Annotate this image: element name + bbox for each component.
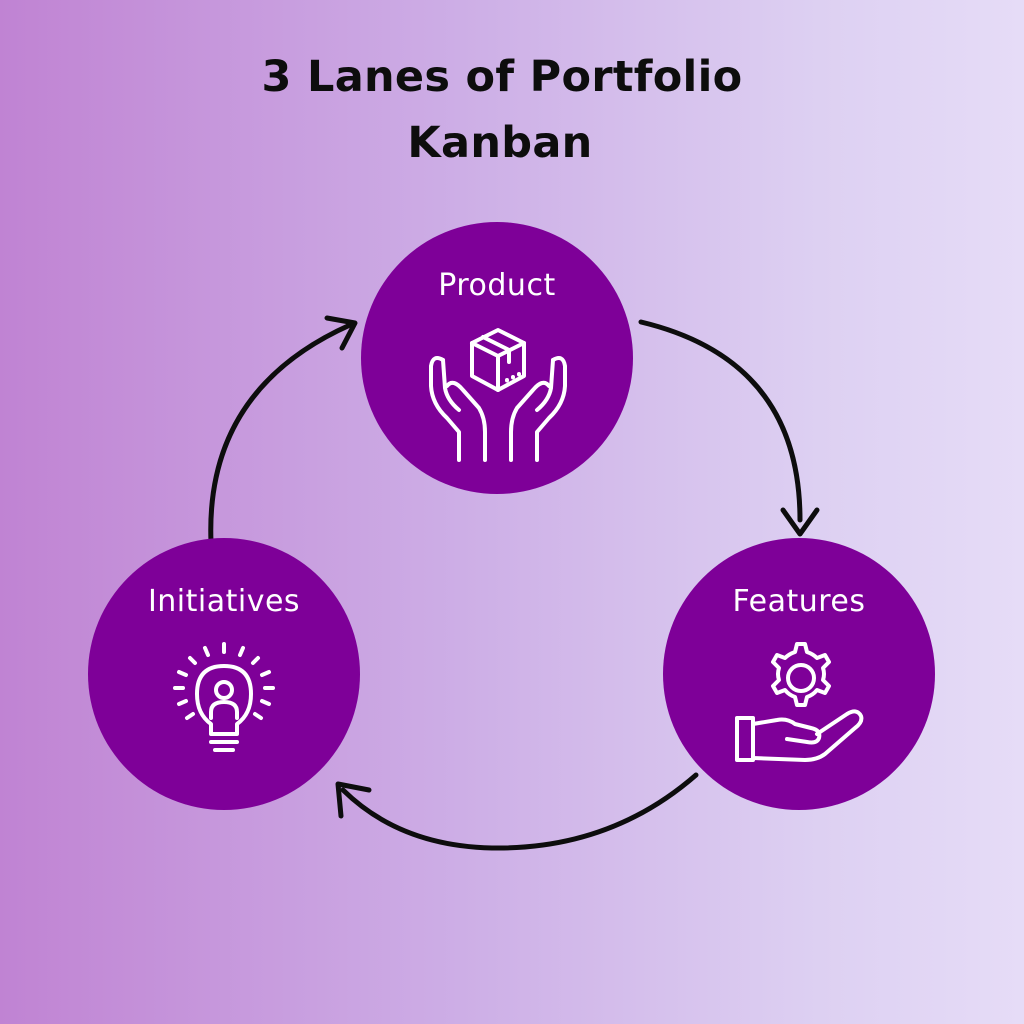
- arrow-initiatives-to-product: [208, 322, 353, 545]
- arrowhead-initiatives: [335, 781, 372, 819]
- lane-label-features: Features: [732, 584, 866, 619]
- lane-label-product: Product: [438, 268, 556, 303]
- box-in-hands-icon: [429, 328, 567, 462]
- arrow-features-to-initiatives: [340, 772, 699, 851]
- lane-initiatives: Initiatives: [88, 538, 360, 810]
- lane-product: Product: [361, 222, 633, 494]
- lane-features: Features: [663, 538, 935, 810]
- diagram-title: 3 Lanes of Portfolio Kanban: [0, 44, 1000, 176]
- lane-label-initiatives: Initiatives: [147, 584, 301, 619]
- title-line-2: Kanban: [407, 118, 593, 168]
- title-line-1: 3 Lanes of Portfolio: [261, 52, 743, 102]
- arrowhead-product: [324, 315, 358, 351]
- gear-in-hand-icon: [735, 642, 864, 762]
- arrowhead-features: [780, 507, 820, 537]
- lightbulb-person-icon: [173, 642, 275, 752]
- arrow-product-to-features: [638, 319, 803, 523]
